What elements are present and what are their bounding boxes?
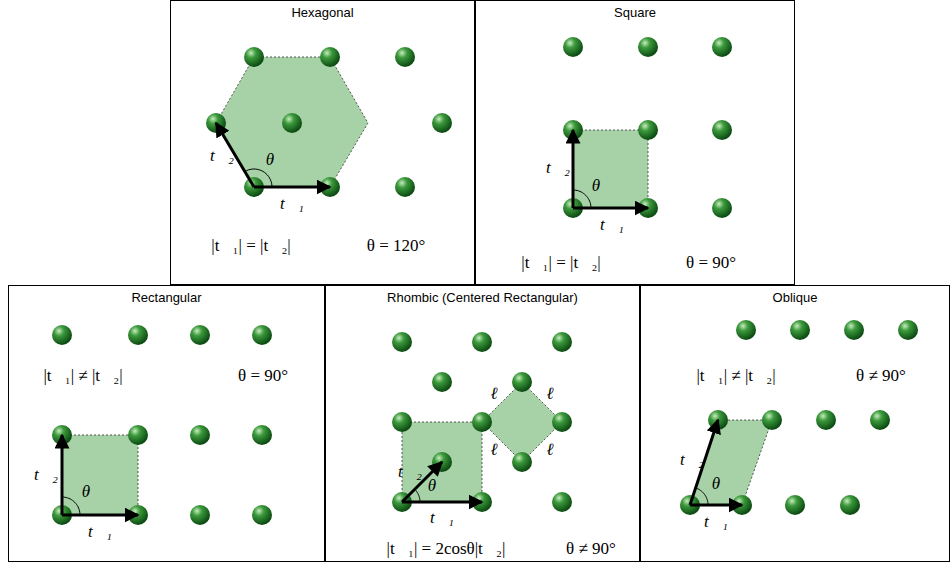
vector-label: θ	[592, 176, 600, 196]
vector-label: t⃗₁	[280, 194, 304, 214]
vector-label: ℓ	[546, 440, 553, 460]
panel-title: Rhombic (Centered Rectangular)	[326, 290, 639, 305]
vector-label: θ	[428, 476, 436, 496]
lattice-atom	[712, 120, 732, 140]
lattice-atom	[844, 320, 864, 340]
unit-cell	[62, 435, 138, 515]
lattice-vector	[402, 501, 482, 504]
vector-label: t⃗₂	[398, 462, 422, 482]
vector-label: ℓ	[546, 384, 553, 404]
lattice-atom	[712, 37, 732, 57]
lattice-condition: |t⃗₁| = 2cosθ|t⃗₂|	[387, 539, 506, 559]
lattice-vector	[62, 514, 138, 517]
unit-cell	[216, 57, 368, 187]
lattice-atom	[552, 492, 572, 512]
lattice-atom	[392, 332, 412, 352]
lattice-atom	[512, 452, 532, 472]
lattice-atom	[840, 495, 860, 515]
lattice-atom	[128, 325, 148, 345]
vector-label: t⃗₁	[88, 522, 112, 542]
vector-label: θ	[266, 150, 274, 170]
lattice-atom	[190, 325, 210, 345]
lattice-vector	[573, 207, 648, 210]
lattice-atom	[432, 372, 452, 392]
vector-label: t⃗₂	[680, 450, 704, 470]
lattice-atom	[52, 325, 72, 345]
lattice-condition: |t⃗₁| = |t⃗₂|	[521, 253, 600, 273]
lattice-atom	[244, 47, 264, 67]
lattice-atom	[552, 412, 572, 432]
angle-arc	[573, 190, 591, 208]
lattice-atom	[638, 37, 658, 57]
lattice-vector	[61, 435, 64, 515]
panel-title: Square	[476, 5, 794, 20]
lattice-atom	[392, 412, 412, 432]
lattice-atom	[128, 425, 148, 445]
lattice-atom	[552, 332, 572, 352]
lattice-atom	[816, 410, 836, 430]
vector-label: θ	[82, 482, 90, 502]
angle-arc	[696, 488, 708, 505]
lattice-atom	[512, 372, 532, 392]
lattice-condition: |t⃗₁| ≠ |t⃗₂|	[43, 366, 122, 386]
lattice-panel: Hexagonal |t⃗₁| = |t⃗₂| θ = 120°	[170, 0, 475, 285]
angle-arc	[62, 497, 80, 515]
lattice-atom	[870, 410, 890, 430]
lattice-condition: θ = 90°	[686, 253, 736, 273]
lattice-vector	[690, 504, 742, 507]
lattice-atom	[790, 320, 810, 340]
lattice-atom	[712, 198, 732, 218]
lattice-atom	[252, 325, 272, 345]
panel-title: Hexagonal	[171, 5, 474, 20]
lattice-condition: θ = 120°	[367, 236, 426, 256]
unit-cell	[482, 382, 562, 462]
lattice-atom	[898, 320, 918, 340]
lattice-panel: Rectangular |t⃗₁| ≠ |t⃗₂| θ = 90°	[8, 285, 325, 562]
lattice-atom	[395, 47, 415, 67]
lattice-atom	[190, 425, 210, 445]
unit-cell	[573, 130, 648, 208]
panel-title: Rectangular	[9, 290, 324, 305]
vector-label: t⃗₁	[704, 512, 728, 532]
lattice-atom	[432, 113, 452, 133]
vector-label: ℓ	[490, 440, 497, 460]
lattice-condition: θ = 90°	[238, 366, 288, 386]
vector-label: θ	[712, 474, 720, 494]
lattice-atom	[320, 47, 340, 67]
lattice-atom	[472, 412, 492, 432]
vector-label: ℓ	[490, 384, 497, 404]
lattice-atom	[252, 505, 272, 525]
angle-arc	[415, 489, 420, 502]
vector-label: t⃗₂	[34, 465, 58, 485]
lattice-atom	[252, 425, 272, 445]
vector-label: t⃗₂	[546, 158, 570, 178]
lattice-atom	[190, 505, 210, 525]
lattice-atom	[785, 495, 805, 515]
lattice-vector	[572, 130, 575, 208]
lattice-atom	[638, 120, 658, 140]
lattice-condition: θ ≠ 90°	[856, 366, 906, 386]
lattice-atom	[395, 177, 415, 197]
lattice-condition: θ ≠ 90°	[566, 539, 616, 559]
lattice-atom	[472, 332, 492, 352]
vector-label: t⃗₂	[210, 146, 234, 166]
lattice-panel: Rhombic (Centered Rectangular) |t⃗₁| = 2c…	[325, 285, 640, 562]
lattice-atom	[762, 410, 782, 430]
panel-title: Oblique	[641, 290, 949, 305]
lattice-condition: |t⃗₁| ≠ |t⃗₂|	[696, 366, 775, 386]
lattice-panel: Square |t⃗₁| = |t⃗₂| θ = 90°	[475, 0, 795, 285]
lattice-atom	[563, 37, 583, 57]
lattice-vector	[254, 186, 330, 189]
lattice-condition: |t⃗₁| = |t⃗₂|	[211, 236, 290, 256]
lattice-atom	[736, 320, 756, 340]
lattice-panel: Oblique |t⃗₁| ≠ |t⃗₂| θ ≠ 90°	[640, 285, 950, 562]
vector-label: t⃗₁	[600, 215, 624, 235]
vector-label: t⃗₁	[430, 508, 454, 528]
lattice-atom	[282, 113, 302, 133]
